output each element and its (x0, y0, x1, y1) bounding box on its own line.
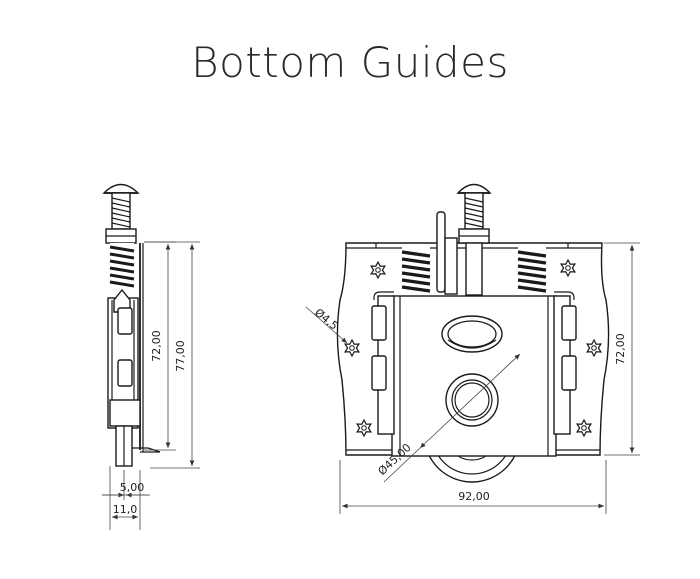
pin (436, 211, 446, 293)
front-width-label: 92,00 (458, 490, 490, 503)
side-width-small-label: 5,00 (120, 481, 145, 494)
oval-slot (441, 315, 503, 353)
spring (109, 245, 135, 288)
side-height-inner-label: 72,00 (150, 330, 163, 362)
screw-head (102, 183, 140, 194)
front-height-label: 72,00 (614, 333, 627, 365)
left-spring (401, 246, 431, 294)
front-view: Ø4,5 Ø45,00 72,00 92,00 (305, 183, 640, 514)
side-width-large-label: 11,0 (113, 503, 138, 516)
front-screw-head (456, 183, 492, 194)
right-spring (517, 246, 547, 294)
side-view: 72,00 77,00 5,00 11,0 (102, 183, 200, 530)
page-title: Bottom Guides (191, 38, 509, 87)
side-height-outer-label: 77,00 (174, 340, 187, 372)
hole-diameter-label: Ø4,5 (312, 306, 340, 333)
